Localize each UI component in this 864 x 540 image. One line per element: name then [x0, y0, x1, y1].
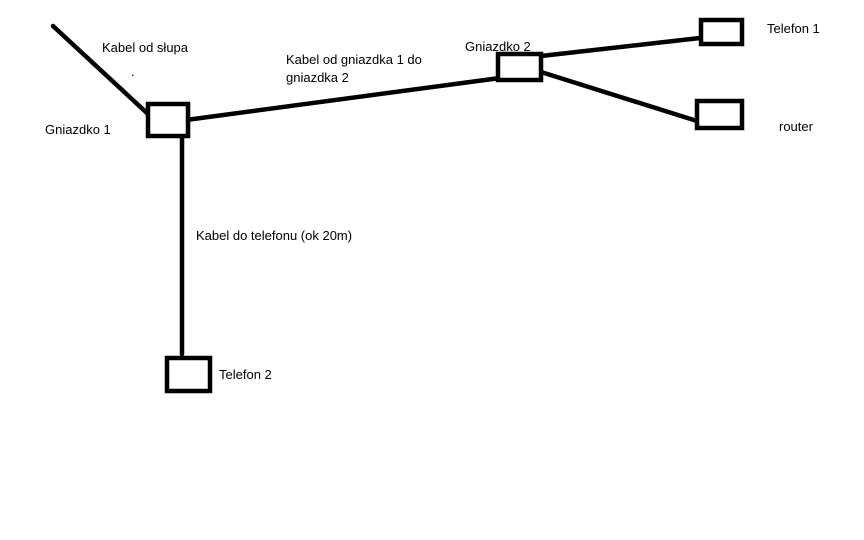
cable-from-pole-label: Kabel od słupa — [102, 40, 189, 55]
phone-1-label: Telefon 1 — [767, 21, 820, 36]
phone-1-box — [698, 17, 745, 47]
router-box — [694, 98, 745, 131]
router-label: router — [779, 119, 813, 134]
cable-to-phone-label: Kabel do telefonu (ok 20m) — [196, 228, 353, 243]
socket-2-box — [495, 51, 544, 83]
cable-socket2-to-phone1 — [538, 35, 703, 59]
cable-socket2-to-router — [538, 69, 700, 124]
phone-2-label: Telefon 2 — [219, 367, 272, 382]
cable-socket1-to-socket2-label: Kabel od gniazdka 1 do gniazdka 2 — [286, 52, 422, 85]
cable-from-pole-mark: . — [131, 64, 135, 79]
phone-2-box — [164, 355, 213, 394]
socket-2-label: Gniazdko 2 — [465, 39, 531, 54]
socket-1-box — [145, 101, 191, 139]
socket-1-label: Gniazdko 1 — [45, 122, 111, 137]
cable-from-pole — [50, 23, 151, 117]
cable-socket1-to-socket2 — [183, 75, 503, 123]
